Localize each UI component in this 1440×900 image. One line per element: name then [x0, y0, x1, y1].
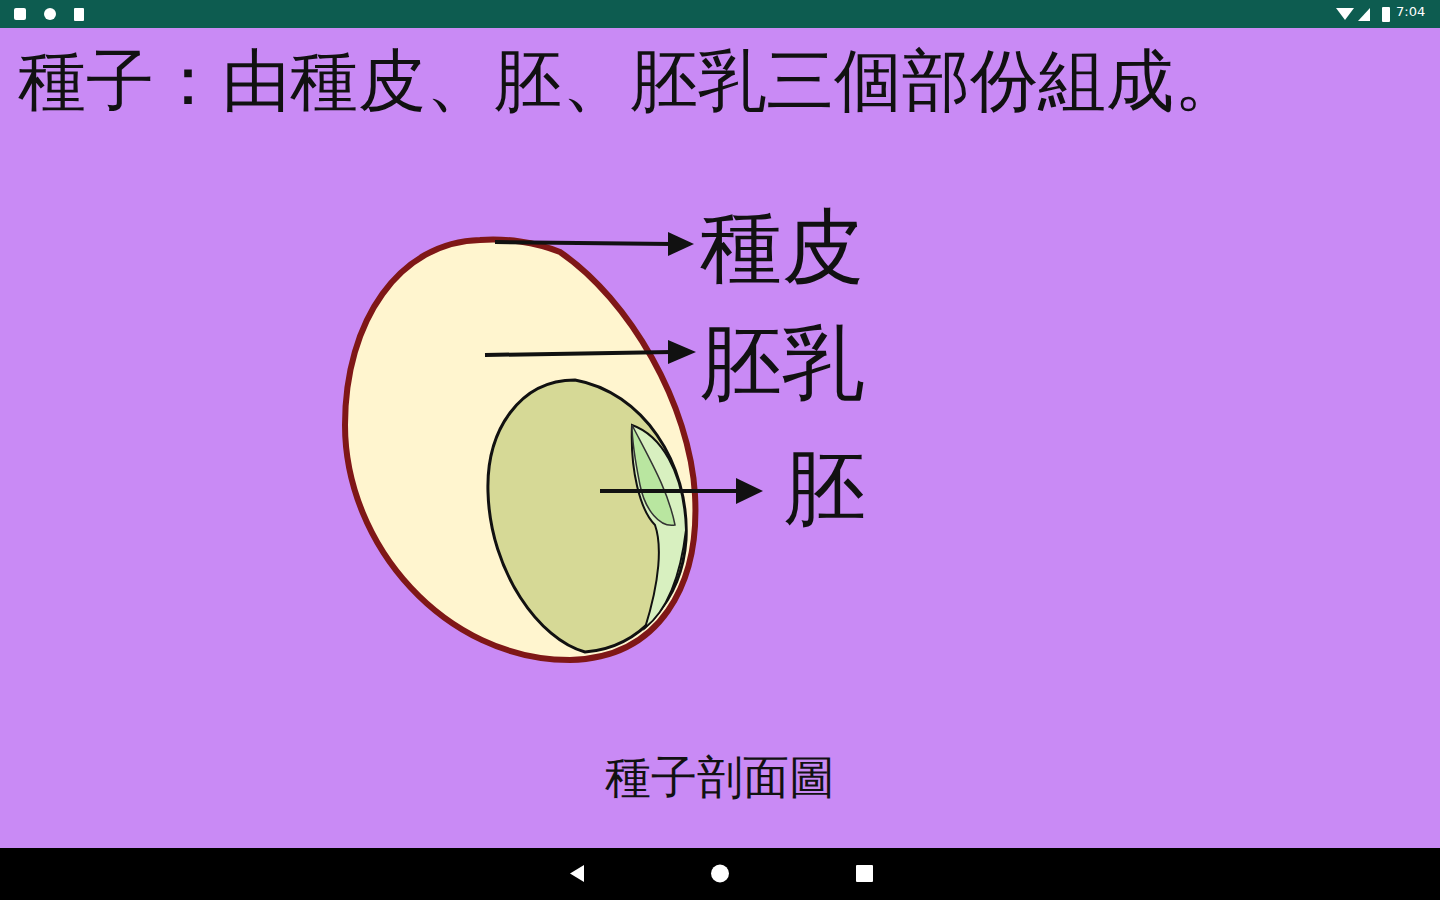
- part-label: 胚: [784, 443, 866, 533]
- nav-bar: [0, 848, 1440, 900]
- status-time: 7:04: [1396, 5, 1425, 19]
- nav-icons: [570, 865, 873, 883]
- status-icons: [14, 7, 1390, 22]
- figure-caption: 種子剖面圖: [605, 752, 835, 803]
- embryo: [488, 380, 686, 652]
- page-title: 種子：由種皮、胚、胚乳三個部份組成。: [18, 44, 1242, 119]
- status-bar: [0, 0, 1440, 28]
- cotyledon: [632, 425, 675, 525]
- part-label: 種皮: [700, 202, 864, 292]
- part-label: 胚乳: [700, 318, 864, 408]
- embryo-bud: [632, 425, 686, 628]
- seed-coat: [345, 240, 695, 661]
